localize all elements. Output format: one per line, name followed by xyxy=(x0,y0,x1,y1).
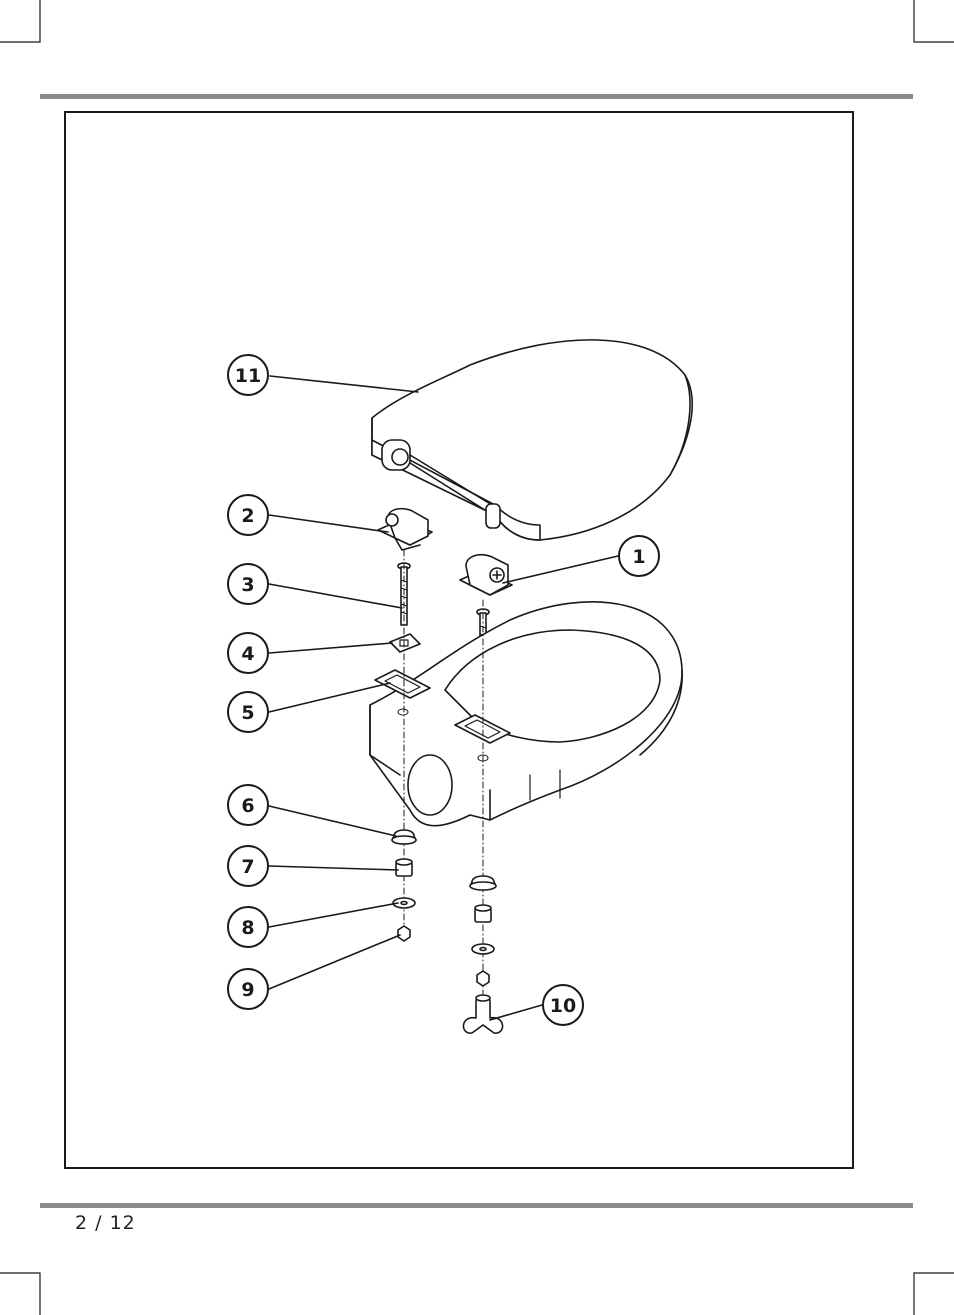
callout-10: 10 xyxy=(543,985,583,1025)
callout-2-label: 2 xyxy=(241,505,254,527)
callout-2: 2 xyxy=(228,495,268,535)
callout-5-label: 5 xyxy=(241,702,254,724)
callout-11-label: 11 xyxy=(235,365,261,387)
callout-6-label: 6 xyxy=(241,795,254,817)
callout-9: 9 xyxy=(228,969,268,1009)
page-number: 2 / 12 xyxy=(75,1212,136,1234)
callout-5: 5 xyxy=(228,692,268,732)
callout-7-label: 7 xyxy=(241,856,254,878)
callout-6: 6 xyxy=(228,785,268,825)
callout-4-label: 4 xyxy=(241,643,254,665)
callout-8-label: 8 xyxy=(241,917,254,939)
callout-3: 3 xyxy=(228,564,268,604)
callout-3-label: 3 xyxy=(241,574,254,596)
callout-11: 11 xyxy=(228,355,268,395)
callout-4: 4 xyxy=(228,633,268,673)
callout-9-label: 9 xyxy=(241,979,254,1001)
callout-8: 8 xyxy=(228,907,268,947)
callout-1-label: 1 xyxy=(632,546,645,568)
callout-1: 1 xyxy=(619,536,659,576)
callout-7: 7 xyxy=(228,846,268,886)
callout-10-label: 10 xyxy=(550,995,576,1017)
